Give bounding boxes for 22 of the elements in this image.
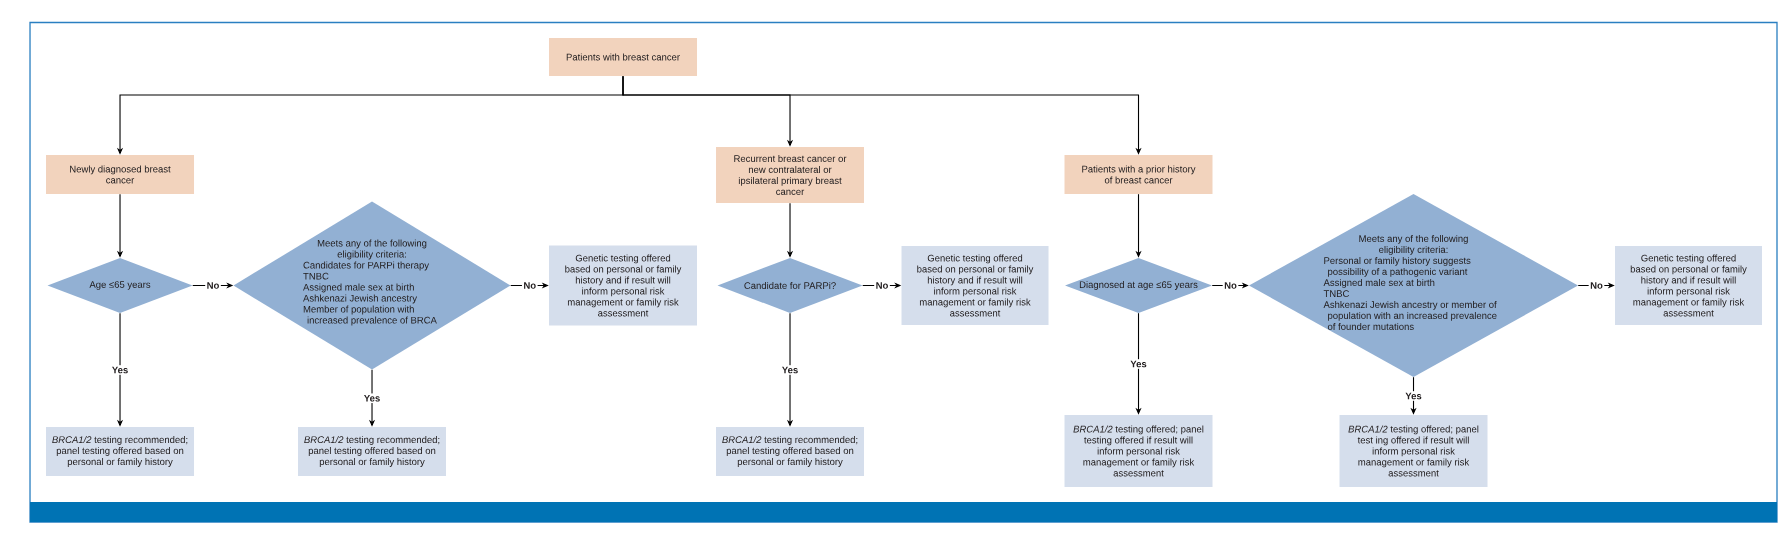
outcome-box: BRCA1/2 testing offered; panel test ing offered if result will inform personal risk management or family risk assessment <box>1339 415 1488 487</box>
category-box: Patients with breast cancer <box>549 38 697 76</box>
edge-label: No <box>874 280 890 291</box>
edge-label: No <box>1588 280 1605 291</box>
edge-label: Yes <box>1128 359 1149 369</box>
outcome-box: Genetic testing offered based on personal or family history and if result will inform personal risk management or family risk assessment <box>901 246 1049 325</box>
outcome-box: BRCA1/2 testing recommended; panel testing offered based on personal or family history <box>298 427 446 476</box>
outcome-box: Genetic testing offered based on personal or family history and if result will inform personal risk management or family risk assessment <box>1615 246 1762 325</box>
edge-label: Yes <box>780 365 800 375</box>
outcome-box: BRCA1/2 testing recommended; panel testing offered based on personal or family history <box>716 427 864 476</box>
outcome-box: Genetic testing offered based on personal or family history and if result will inform personal risk management or family risk assessment <box>549 245 697 326</box>
edge-label: No <box>521 280 538 291</box>
edge-label: No <box>205 280 221 291</box>
category-box: Recurrent breast cancer or new contralateral or ipsilateral primary breast cancer <box>716 147 864 203</box>
category-box: Patients with a prior history of breast cancer <box>1064 155 1213 194</box>
edge-label: Yes <box>362 393 382 404</box>
category-box: Newly diagnosed breast cancer <box>46 155 194 194</box>
edge-label: Yes <box>1403 391 1424 401</box>
edge-label: No <box>1222 280 1239 291</box>
edge-label: Yes <box>110 365 130 375</box>
outcome-box: BRCA1/2 testing recommended; panel testing offered based on personal or family history <box>46 427 194 476</box>
outcome-box: BRCA1/2 testing offered; panel testing offered if result will inform personal risk management or family risk assessment <box>1064 415 1213 487</box>
